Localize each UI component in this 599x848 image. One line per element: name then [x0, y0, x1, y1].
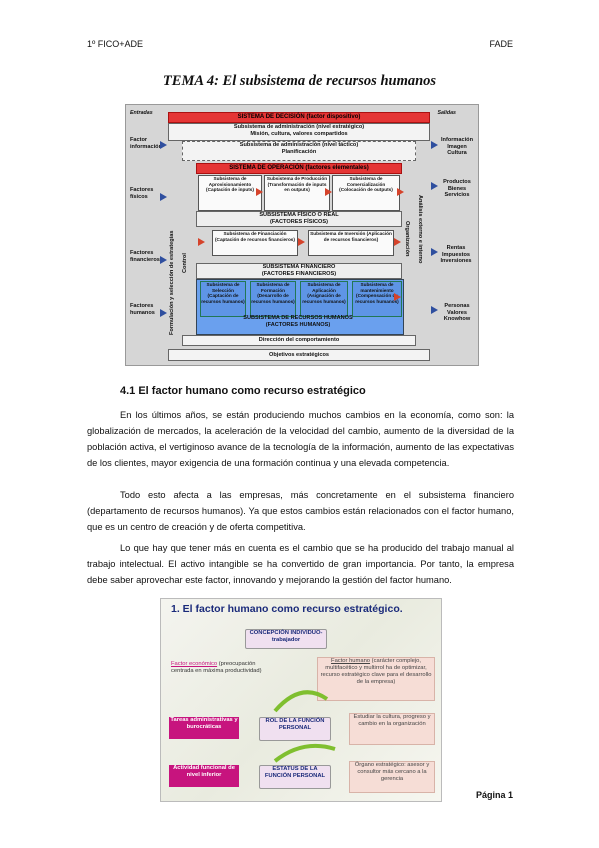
input-info: Factor información: [130, 137, 163, 150]
admin-tactical: Subsistema de administración (nivel táct…: [182, 141, 416, 161]
rol-box: ROL DE LA FUNCIÓN PERSONAL: [259, 717, 331, 741]
output-rentas: Rentas Impuestos Inversiones: [440, 245, 472, 265]
curved-arrow: [273, 743, 336, 763]
paragraph: Lo que hay que tener más en cuenta es el…: [87, 543, 514, 585]
input-fisicos: Factores físicos: [130, 187, 154, 200]
page-title: TEMA 4: El subsistema de recursos humano…: [162, 73, 437, 89]
input-arrow: [160, 193, 167, 201]
input-arrow: [160, 309, 167, 317]
organizacion-vertical: Organización: [404, 221, 410, 257]
admin-strategic: Subsistema de administración (nivel estr…: [168, 123, 430, 141]
output-productos: Productos Bienes Servicios: [443, 179, 471, 199]
salidas-label: Salidas: [437, 110, 456, 116]
produccion-box: Subsistema de Producción (Transformación…: [264, 175, 330, 211]
operation-system: SISTEMA DE OPERACIÓN (factores elemental…: [196, 163, 402, 174]
aplicacion-box: Subsistema de Aplicación (Asignación de …: [300, 281, 348, 317]
flow-arrow: [256, 188, 263, 196]
output-personas: Personas Valores Knowhow: [443, 303, 471, 323]
flow-arrow: [325, 188, 332, 196]
flow-arrow: [394, 293, 401, 301]
aprovisionamiento-box: Subsistema de Aprovisionamiento (Captaci…: [198, 175, 262, 211]
factor-humano-box: Factor humano (carácter complejo, multif…: [317, 657, 435, 701]
output-arrow: [431, 141, 438, 149]
actividad-box: Actividad funcional de nivel inferior: [169, 765, 239, 787]
input-arrow: [160, 141, 167, 149]
decision-system: SISTEMA DE DECISIÓN (factor dispositivo): [168, 112, 430, 123]
subsystems-diagram: Entradas Salidas Factor información Fact…: [125, 104, 479, 366]
objetivos-box: Objetivos estratégicos: [168, 349, 430, 361]
strategies-vertical: Formulación y selección de estrategias: [169, 230, 175, 335]
flow-arrow: [298, 238, 305, 246]
header-right: FADE: [489, 39, 513, 49]
mantenimiento-box: Subsistema de mantenimiento (Compensació…: [352, 281, 402, 317]
page-number: Página 1: [475, 790, 513, 800]
slide-title: 1. El factor humano como recurso estraté…: [171, 603, 403, 615]
factor-economico-text: Factor económico (preocupación centrada …: [171, 661, 262, 674]
output-arrow: [431, 306, 438, 314]
output-info: Información Imagen Cultura: [440, 137, 473, 157]
comercializacion-box: Subsistema de Comercialización (Colocaci…: [332, 175, 400, 211]
human-factor-slide: 1. El factor humano como recurso estraté…: [160, 598, 442, 802]
organo-box: Órgano estratégico: asesor y consultor m…: [349, 761, 435, 793]
estudiar-box: Estudiar la cultura, progreso y cambio e…: [349, 713, 435, 745]
rrhh-subsystem: SUBSISTEMA DE RECURSOS HUMANOS(FACTORES …: [243, 315, 353, 328]
flow-arrow: [397, 188, 404, 196]
header-left: 1º FICO+ADE: [87, 39, 144, 49]
flow-arrow: [394, 238, 401, 246]
seleccion-box: Subsistema de Selección (Captación de re…: [200, 281, 246, 317]
section-heading: 4.1 El factor humano como recurso estrat…: [120, 385, 366, 397]
output-arrow: [431, 248, 438, 256]
entradas-label: Entradas: [130, 110, 153, 116]
flow-arrow: [198, 238, 205, 246]
control-vertical: Control: [182, 253, 188, 273]
analisis-vertical: Análisis externo e interno: [417, 195, 423, 264]
tareas-box: Tareas administrativas y burocráticas: [169, 717, 239, 739]
formacion-box: Subsistema de Formación (Desarrollo de r…: [250, 281, 296, 317]
concepcion-box: CONCEPCIÓN INDIVIDUO-trabajador: [245, 629, 327, 649]
paragraph: Todo esto afecta a las empresas, más con…: [87, 490, 514, 532]
financiacion-box: Subsistema de Financiación (Captación de…: [212, 230, 298, 256]
direccion-box: Dirección del comportamiento: [182, 335, 416, 346]
output-arrow: [431, 182, 438, 190]
inversion-box: Subsistema de Inversión (Aplicación de r…: [308, 230, 394, 256]
input-arrow: [160, 256, 167, 264]
estatus-box: ESTATUS DE LA FUNCIÓN PERSONAL: [259, 765, 331, 789]
paragraph: En los últimos años, se están produciend…: [87, 410, 514, 468]
input-financieros: Factores financieros: [130, 250, 160, 263]
fisico-subsystem: SUBSISTEMA FÍSICO O REAL(FACTORES FÍSICO…: [196, 211, 402, 227]
financiero-subsystem: SUBSISTEMA FINANCIERO(FACTORES FINANCIER…: [196, 263, 402, 279]
curved-arrow: [273, 690, 329, 713]
input-humanos: Factores humanos: [130, 303, 155, 316]
